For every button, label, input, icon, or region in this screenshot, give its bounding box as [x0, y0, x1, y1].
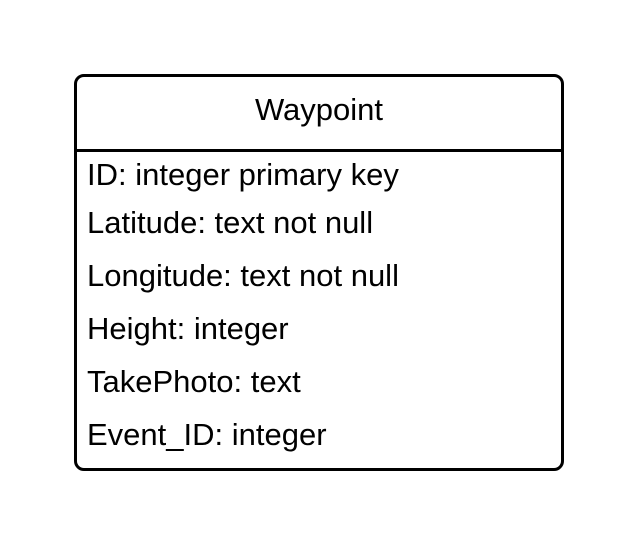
field-height: Height: integer — [87, 311, 289, 346]
field-takephoto: TakePhoto: text — [87, 364, 301, 399]
entity-header: Waypoint — [77, 77, 561, 152]
field-event-id: Event_ID: integer — [87, 417, 327, 452]
entity-title: Waypoint — [254, 91, 384, 127]
entity-table-waypoint[interactable]: Waypoint ID: integer primary key Latitud… — [74, 74, 564, 471]
field-id: ID: integer primary key — [87, 156, 399, 192]
field-latitude: Latitude: text not null — [87, 205, 374, 240]
field-list: ID: integer primary key Latitude: text n… — [77, 152, 561, 461]
field-longitude: Longitude: text not null — [87, 258, 399, 293]
